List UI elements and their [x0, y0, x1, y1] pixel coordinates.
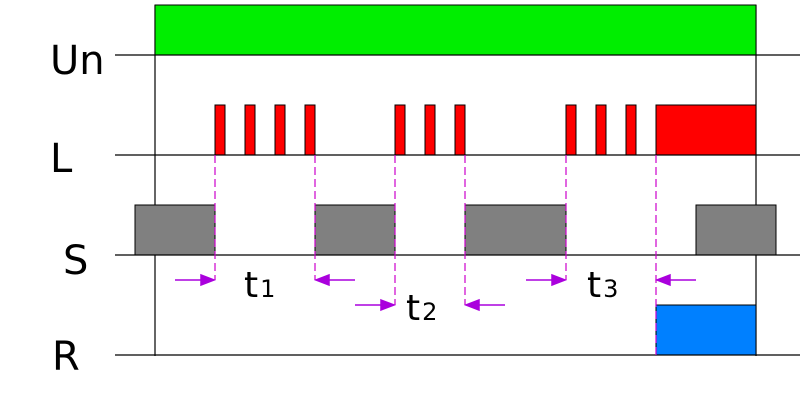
guide-lines — [214, 155, 657, 355]
timer-label-t3: t3 — [587, 265, 618, 306]
l-pulse — [304, 104, 316, 156]
s-block — [695, 204, 777, 256]
l-pulse — [625, 104, 637, 156]
arrow-head-right — [551, 273, 568, 287]
arrow-head-left — [654, 273, 671, 287]
r-signal-block — [655, 304, 757, 356]
timing-arrows — [175, 273, 696, 312]
l-pulse — [595, 104, 607, 156]
row-label-r: R — [52, 334, 80, 380]
l-pulse — [424, 104, 436, 156]
timer-label-t2: t2 — [406, 288, 437, 329]
row-label-un: Un — [50, 38, 105, 84]
arrow-head-left — [463, 298, 480, 312]
l-pulse — [214, 104, 226, 156]
l-pulse — [394, 104, 406, 156]
arrow-head-left — [313, 273, 330, 287]
l-continuous-block — [655, 104, 757, 156]
l-pulse — [244, 104, 256, 156]
s-block — [464, 204, 567, 256]
timer-label-t1: t1 — [244, 265, 275, 306]
l-signal-pulses — [214, 104, 757, 156]
row-label-s: S — [63, 238, 88, 284]
un-signal-bar — [154, 4, 757, 56]
s-block — [314, 204, 396, 256]
row-label-l: L — [50, 136, 73, 182]
s-block — [134, 204, 216, 256]
l-pulse — [274, 104, 286, 156]
arrow-head-right — [380, 298, 397, 312]
arrow-head-right — [200, 273, 217, 287]
l-pulse — [454, 104, 466, 156]
l-pulse — [565, 104, 577, 156]
s-signal-blocks — [134, 204, 777, 256]
